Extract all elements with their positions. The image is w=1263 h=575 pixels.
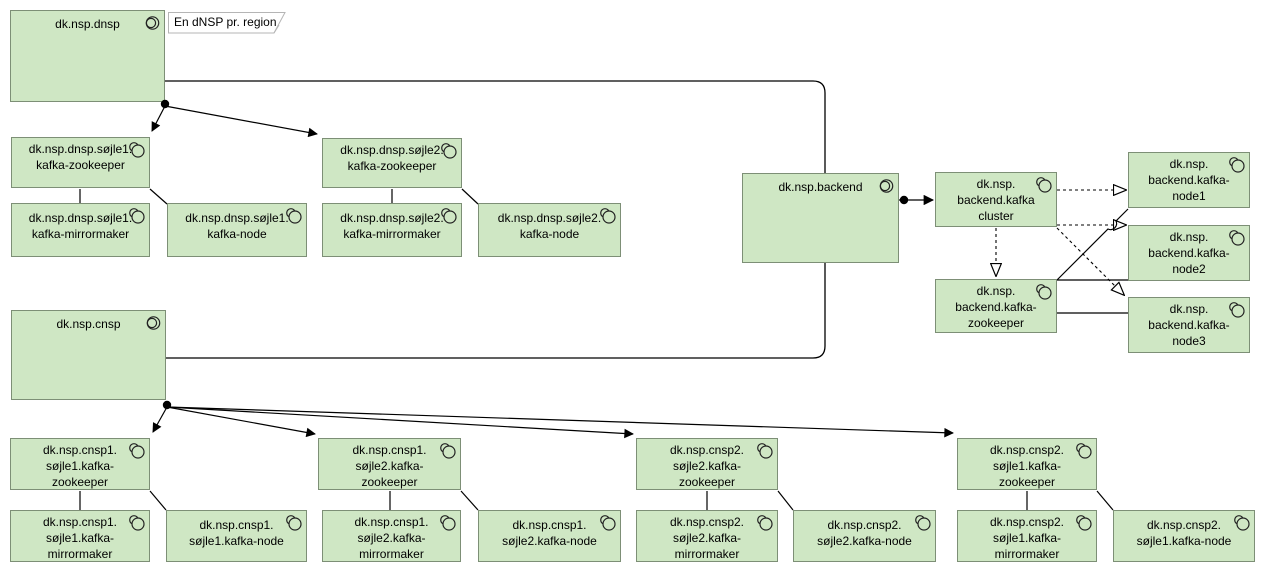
double-circle-icon [1075, 442, 1093, 460]
node-label: dk.nsp. backend.kafka- node1 [1148, 157, 1230, 203]
node-label: dk.nsp.cnsp1. søjle1.kafka- zookeeper [42, 443, 118, 489]
node-label: dk.nsp.dnsp.søjle2. kafka-node [497, 211, 602, 241]
node-label: dk.nsp.cnsp1. søjle1.kafka-node [189, 518, 284, 548]
concentric-circles-icon [877, 177, 895, 195]
double-circle-icon [128, 442, 146, 460]
note-text: En dNSP pr. region [174, 15, 277, 29]
node-label: dk.nsp.dnsp.søjle1. kafka-node [185, 211, 289, 241]
node-label: dk.nsp.cnsp2. søjle2.kafka-node [817, 518, 912, 548]
node-cnsp1-sojle1-kafka-zookeeper[interactable]: dk.nsp.cnsp1. søjle1.kafka- zookeeper [10, 438, 150, 490]
note-en-dnsp-pr-region[interactable]: En dNSP pr. region [168, 12, 286, 34]
concentric-circles-icon [143, 14, 161, 32]
node-label: dk.nsp.cnsp2. søjle1.kafka-node [1136, 518, 1232, 548]
double-circle-icon [439, 514, 457, 532]
node-label: dk.nsp.cnsp2. søjle2.kafka- mirrormaker [669, 515, 745, 561]
double-circle-icon [599, 207, 617, 225]
double-circle-icon [1233, 514, 1251, 532]
double-circle-icon [756, 442, 774, 460]
double-circle-icon [128, 514, 146, 532]
node-label: dk.nsp.cnsp2. søjle1.kafka- zookeeper [989, 443, 1065, 489]
node-label: dk.nsp.cnsp1. søjle2.kafka- zookeeper [352, 443, 427, 489]
node-cnsp2-sojle1-kafka-node[interactable]: dk.nsp.cnsp2. søjle1.kafka-node [1113, 510, 1255, 562]
double-circle-icon [914, 514, 932, 532]
node-label: dk.nsp. backend.kafka- node2 [1148, 230, 1230, 276]
node-cnsp2-sojle2-kafka-node[interactable]: dk.nsp.cnsp2. søjle2.kafka-node [793, 510, 936, 562]
node-backend-kafka-node1[interactable]: dk.nsp. backend.kafka- node1 [1128, 152, 1250, 208]
node-label: dk.nsp.cnsp2. søjle1.kafka- mirrormaker [989, 515, 1065, 561]
node-label: dk.nsp.cnsp1. søjle2.kafka- mirrormaker [354, 515, 429, 561]
double-circle-icon [1035, 283, 1053, 301]
node-label: dk.nsp.dnsp [55, 17, 120, 31]
node-label: dk.nsp.dnsp.søjle1. kafka-mirrormaker [28, 211, 133, 241]
node-backend-kafka-node2[interactable]: dk.nsp. backend.kafka- node2 [1128, 225, 1250, 281]
double-circle-icon [285, 514, 303, 532]
node-cnsp2-sojle1-kafka-zookeeper[interactable]: dk.nsp.cnsp2. søjle1.kafka- zookeeper [957, 438, 1097, 490]
node-cnsp2-sojle2-kafka-zookeeper[interactable]: dk.nsp.cnsp2. søjle2.kafka- zookeeper [636, 438, 778, 490]
note-shape [168, 12, 286, 34]
double-circle-icon [756, 514, 774, 532]
node-label: dk.nsp. backend.kafka- zookeeper [955, 284, 1037, 330]
double-circle-icon [1228, 156, 1246, 174]
node-dnsp-sojle1-kafka-mirrormaker[interactable]: dk.nsp.dnsp.søjle1. kafka-mirrormaker [11, 203, 150, 257]
node-dnsp-sojle2-kafka-mirrormaker[interactable]: dk.nsp.dnsp.søjle2. kafka-mirrormaker [322, 203, 462, 257]
node-backend-kafka-node3[interactable]: dk.nsp. backend.kafka- node3 [1128, 297, 1250, 353]
node-label: dk.nsp.dnsp.søjle2. kafka-zookeeper [340, 143, 444, 173]
double-circle-icon [440, 207, 458, 225]
node-cnsp1-sojle2-kafka-node[interactable]: dk.nsp.cnsp1. søjle2.kafka-node [478, 510, 621, 562]
node-dnsp-sojle2-kafka-node[interactable]: dk.nsp.dnsp.søjle2. kafka-node [478, 203, 621, 257]
double-circle-icon [128, 141, 146, 159]
node-label: dk.nsp.cnsp2. søjle2.kafka- zookeeper [669, 443, 745, 489]
double-circle-icon [128, 207, 146, 225]
double-circle-icon [1035, 176, 1053, 194]
node-dk-nsp-dnsp[interactable]: dk.nsp.dnsp [10, 10, 165, 102]
node-cnsp1-sojle2-kafka-mirrormaker[interactable]: dk.nsp.cnsp1. søjle2.kafka- mirrormaker [322, 510, 461, 562]
node-dk-nsp-cnsp[interactable]: dk.nsp.cnsp [11, 310, 166, 400]
double-circle-icon [285, 207, 303, 225]
node-label: dk.nsp. backend.kafka- node3 [1148, 302, 1230, 348]
double-circle-icon [440, 142, 458, 160]
node-label: dk.nsp. backend.kafka cluster [957, 177, 1035, 223]
node-cnsp2-sojle1-kafka-mirrormaker[interactable]: dk.nsp.cnsp2. søjle1.kafka- mirrormaker [957, 510, 1097, 562]
node-backend-kafka-cluster[interactable]: dk.nsp. backend.kafka cluster [935, 172, 1057, 227]
double-circle-icon [439, 442, 457, 460]
node-label: dk.nsp.dnsp.søjle2. kafka-mirrormaker [340, 211, 444, 241]
node-label: dk.nsp.cnsp1. søjle1.kafka- mirrormaker [42, 515, 118, 561]
node-label: dk.nsp.dnsp.søjle1. kafka-zookeeper [28, 142, 133, 172]
node-dnsp-sojle2-kafka-zookeeper[interactable]: dk.nsp.dnsp.søjle2. kafka-zookeeper [322, 138, 462, 188]
node-cnsp2-sojle2-kafka-mirrormaker[interactable]: dk.nsp.cnsp2. søjle2.kafka- mirrormaker [636, 510, 778, 562]
double-circle-icon [1228, 229, 1246, 247]
node-label: dk.nsp.backend [778, 180, 863, 194]
double-circle-icon [1075, 514, 1093, 532]
node-label: dk.nsp.cnsp1. søjle2.kafka-node [502, 518, 597, 548]
node-cnsp1-sojle1-kafka-mirrormaker[interactable]: dk.nsp.cnsp1. søjle1.kafka- mirrormaker [10, 510, 150, 562]
node-cnsp1-sojle2-kafka-zookeeper[interactable]: dk.nsp.cnsp1. søjle2.kafka- zookeeper [318, 438, 461, 490]
node-dnsp-sojle1-kafka-node[interactable]: dk.nsp.dnsp.søjle1. kafka-node [167, 203, 307, 257]
node-dk-nsp-backend[interactable]: dk.nsp.backend [742, 173, 899, 263]
node-cnsp1-sojle1-kafka-node[interactable]: dk.nsp.cnsp1. søjle1.kafka-node [166, 510, 307, 562]
double-circle-icon [1228, 301, 1246, 319]
node-dnsp-sojle1-kafka-zookeeper[interactable]: dk.nsp.dnsp.søjle1. kafka-zookeeper [11, 137, 150, 188]
double-circle-icon [599, 514, 617, 532]
concentric-circles-icon [144, 314, 162, 332]
node-backend-kafka-zookeeper[interactable]: dk.nsp. backend.kafka- zookeeper [935, 279, 1057, 333]
node-label: dk.nsp.cnsp [56, 317, 121, 331]
